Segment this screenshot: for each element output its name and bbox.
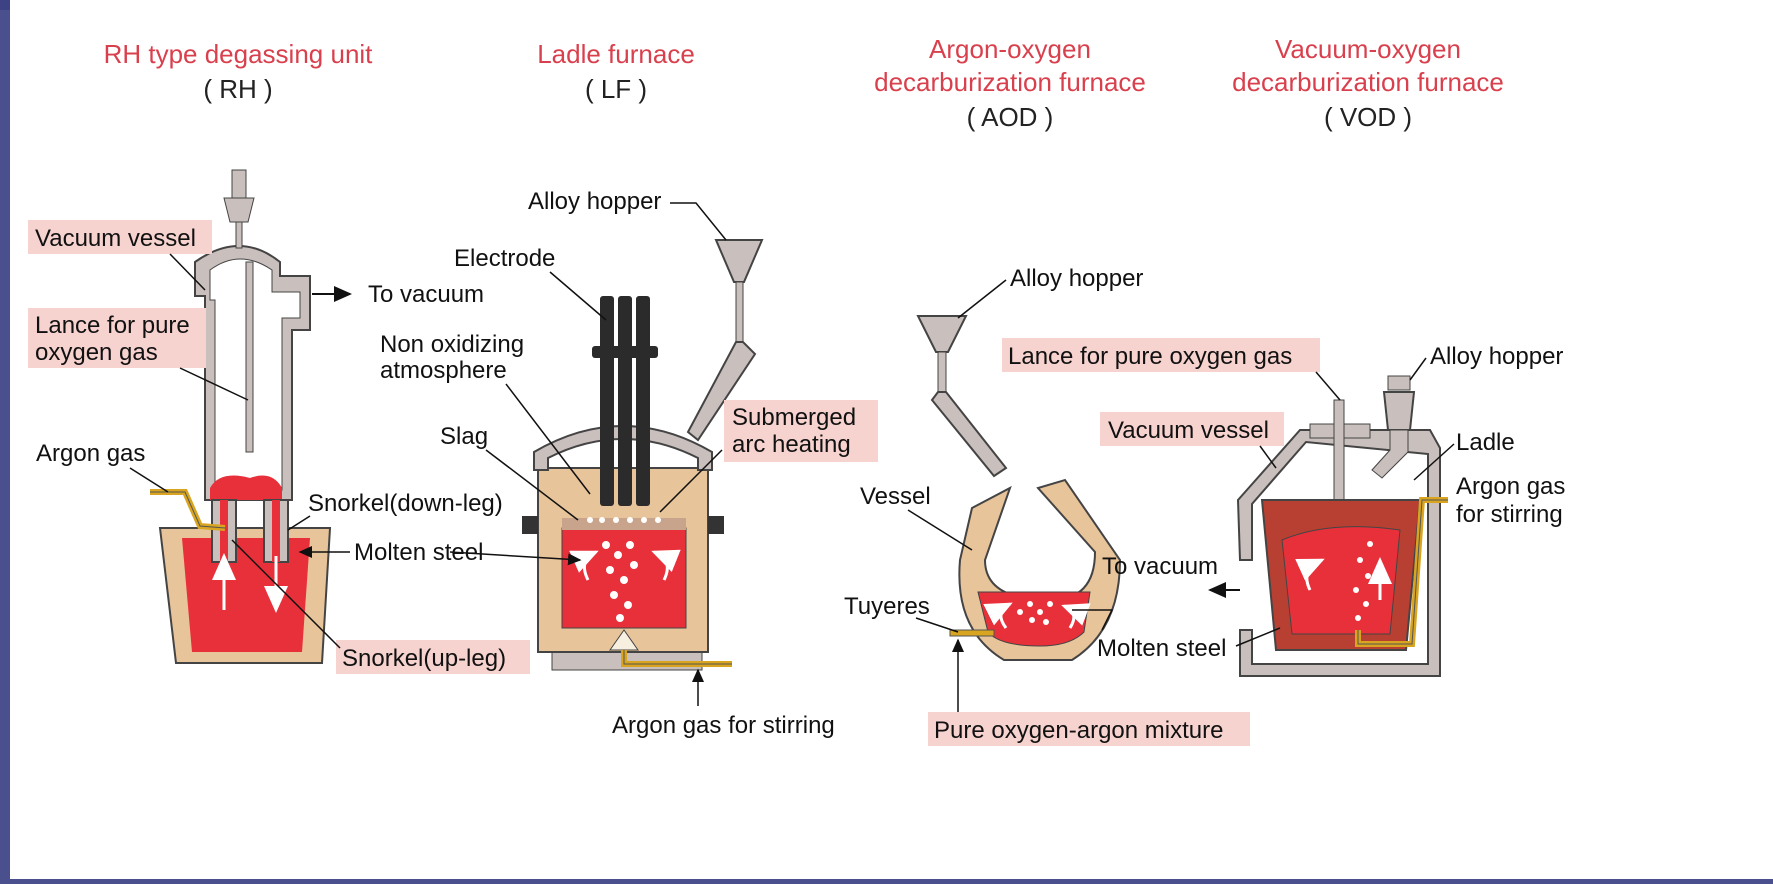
- lf-electrode-2: [618, 296, 632, 506]
- lf-label-alloy-hopper: Alloy hopper: [528, 188, 661, 215]
- rh-label-lance-2: oxygen gas: [35, 339, 158, 366]
- lf-label-submerged-2: arc heating: [732, 431, 851, 458]
- lf-electrode-3: [636, 296, 650, 506]
- aod-title-2: decarburization furnace: [874, 67, 1146, 97]
- process-diagram: RH type degassing unit ( RH ) Vacuum ves…: [10, 0, 1773, 879]
- vod-molten-steel: [1282, 527, 1400, 634]
- lf-label-argon-stirring: Argon gas for stirring: [612, 712, 835, 739]
- rh-abbr: ( RH ): [203, 74, 272, 104]
- lf-slag: [562, 518, 686, 530]
- lf-label-slag: Slag: [440, 423, 488, 450]
- lf-unit: Ladle furnace ( LF ): [380, 39, 878, 739]
- rh-molten-steel: [182, 538, 310, 652]
- aod-abbr: ( AOD ): [967, 102, 1054, 132]
- rh-label-snorkel-up: Snorkel(up-leg): [342, 645, 506, 672]
- vod-alloy-hopper: [1384, 392, 1414, 430]
- rh-label-to-vacuum: To vacuum: [368, 281, 484, 308]
- aod-label-vessel: Vessel: [860, 483, 931, 510]
- vod-abbr: ( VOD ): [1324, 102, 1412, 132]
- vod-label-to-vacuum: To vacuum: [1102, 553, 1218, 580]
- diagram-frame: RH type degassing unit ( RH ) Vacuum ves…: [10, 0, 1773, 879]
- aod-label-molten-steel: Molten steel: [1097, 635, 1226, 662]
- rh-title: RH type degassing unit: [104, 39, 374, 69]
- vod-label-alloy-hopper: Alloy hopper: [1430, 343, 1563, 370]
- lf-abbr: ( LF ): [585, 74, 647, 104]
- vod-label-lance: Lance for pure oxygen gas: [1008, 343, 1292, 370]
- rh-label-argon-gas: Argon gas: [36, 440, 145, 467]
- lf-label-non-ox-2: atmosphere: [380, 357, 507, 384]
- vod-label-argon-2: for stirring: [1456, 501, 1563, 528]
- vod-unit: Vacuum-oxygen decarburization furnace ( …: [1002, 34, 1565, 676]
- lf-title: Ladle furnace: [537, 39, 695, 69]
- vod-label-vacuum-vessel: Vacuum vessel: [1108, 417, 1269, 444]
- aod-label-alloy-hopper: Alloy hopper: [1010, 265, 1143, 292]
- rh-lance: [246, 262, 253, 452]
- lf-label-non-ox-1: Non oxidizing: [380, 331, 524, 358]
- aod-unit: Argon-oxygen decarburization furnace ( A…: [844, 34, 1250, 746]
- vod-label-argon-1: Argon gas: [1456, 473, 1565, 500]
- aod-alloy-hopper: [918, 316, 966, 352]
- vod-title-2: decarburization furnace: [1232, 67, 1504, 97]
- rh-label-lance-1: Lance for pure: [35, 312, 190, 339]
- vod-label-ladle: Ladle: [1456, 429, 1515, 456]
- aod-title-1: Argon-oxygen: [929, 34, 1091, 64]
- aod-label-pure-mixture: Pure oxygen-argon mixture: [934, 717, 1223, 744]
- rh-label-vacuum-vessel: Vacuum vessel: [35, 225, 196, 252]
- rh-label-snorkel-down: Snorkel(down-leg): [308, 490, 503, 517]
- lf-label-submerged-1: Submerged: [732, 404, 856, 431]
- lf-electrode-1: [600, 296, 614, 506]
- aod-label-tuyeres: Tuyeres: [844, 593, 930, 620]
- vod-title-1: Vacuum-oxygen: [1275, 34, 1461, 64]
- lf-alloy-hopper: [716, 240, 762, 282]
- lf-label-electrode: Electrode: [454, 245, 555, 272]
